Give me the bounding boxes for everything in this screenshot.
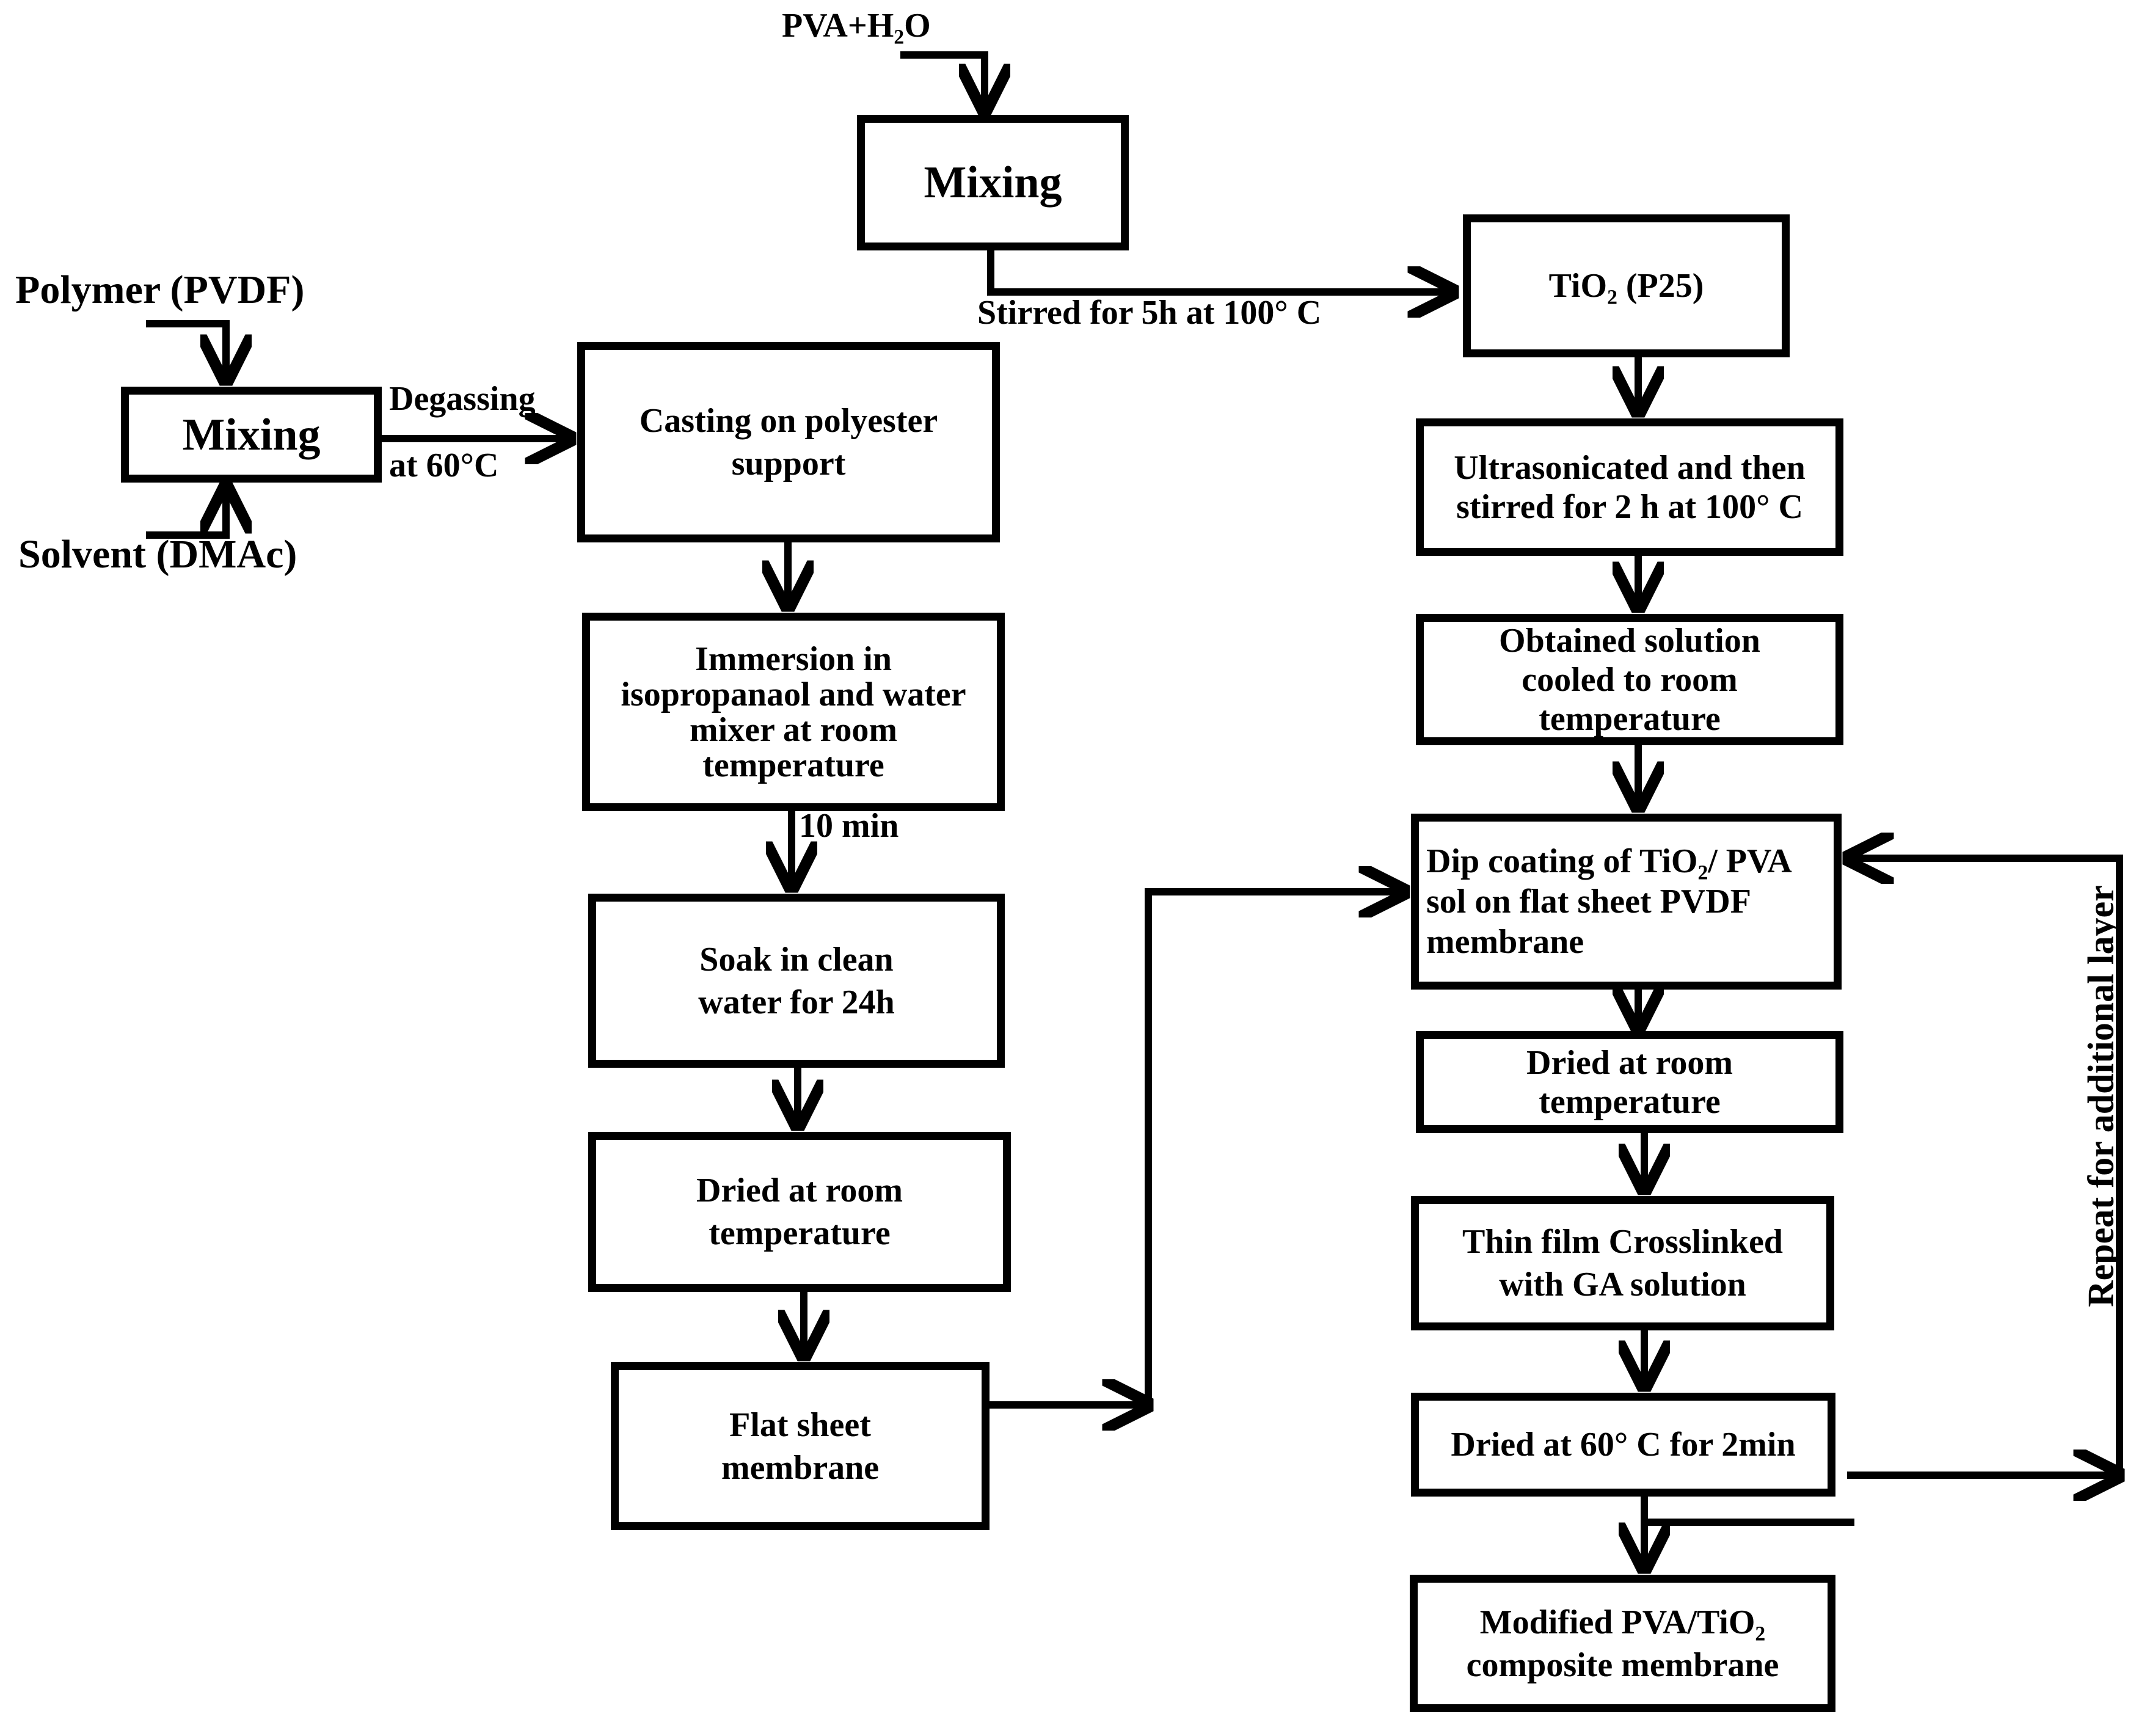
dip-coating-text: Dip coating of TiO₂/ PVA sol on flat she… <box>1426 842 1790 961</box>
ultrasonicated-box: Ultrasonicated and then stirred for 2 h … <box>1416 418 1843 556</box>
thin-film-text: Thin film Crosslinked with GA solution <box>1462 1223 1783 1304</box>
line-repeat-loop <box>1848 858 2123 1479</box>
mixing-box-left: Mixing <box>121 387 382 483</box>
modified-membrane-text: Modified PVA/TiO₂ composite membrane <box>1466 1603 1779 1684</box>
mixing-box-top: Mixing <box>857 115 1129 250</box>
line-flatsheet-to-dipcoating <box>1145 892 1405 1409</box>
polymer-label: Polymer (PVDF) <box>15 268 305 312</box>
soak-box: Soak in clean water for 24h <box>588 894 1005 1068</box>
casting-box: Casting on polyester support <box>577 342 1000 542</box>
tio2-text: TiO₂ (P25) <box>1548 267 1704 305</box>
dried-60-box: Dried at 60° C for 2min <box>1411 1393 1835 1497</box>
pva-water-label: PVA+H₂O <box>782 7 931 45</box>
mixing-top-text: Mixing <box>924 158 1062 208</box>
temperature-60-label: at 60°C <box>389 447 499 484</box>
arrow-mixing-to-tio2 <box>987 247 1454 292</box>
modified-membrane-box: Modified PVA/TiO₂ composite membrane <box>1410 1575 1835 1712</box>
mixing-left-text: Mixing <box>182 409 321 460</box>
flat-sheet-text: Flat sheet membrane <box>721 1406 880 1487</box>
dried-room-temp-right-box: Dried at room temperature <box>1416 1031 1843 1133</box>
dried-room-temp-left-box: Dried at room temperature <box>588 1132 1011 1292</box>
thin-film-box: Thin film Crosslinked with GA solution <box>1411 1196 1834 1330</box>
dried-room-temp-left-text: Dried at room temperature <box>696 1172 903 1252</box>
arrow-solvent-to-mixing <box>146 487 226 539</box>
arrow-polymer-to-mixing <box>146 320 226 381</box>
stirred-label: Stirred for 5h at 100° C <box>977 294 1322 332</box>
dried-room-temp-right-text: Dried at room temperature <box>1526 1043 1733 1121</box>
ultrasonicated-text: Ultrasonicated and then stirred for 2 h … <box>1454 448 1806 526</box>
obtained-solution-text: Obtained solution cooled to room tempera… <box>1499 621 1760 738</box>
dip-coating-box: Dip coating of TiO₂/ PVA sol on flat she… <box>1411 814 1842 990</box>
dried-60-text: Dried at 60° C for 2min <box>1451 1426 1796 1464</box>
ten-min-label: 10 min <box>799 807 899 845</box>
soak-text: Soak in clean water for 24h <box>698 940 895 1021</box>
immersion-text: Immersion in isopropanaol and water mixe… <box>621 640 966 784</box>
arrow-pva-to-mixing <box>900 51 985 110</box>
solvent-label: Solvent (DMAc) <box>18 532 297 577</box>
obtained-solution-box: Obtained solution cooled to room tempera… <box>1416 614 1843 745</box>
degassing-label: Degassing <box>389 380 536 418</box>
casting-text: Casting on polyester support <box>639 402 938 483</box>
flat-sheet-box: Flat sheet membrane <box>611 1362 990 1530</box>
repeat-label: Repeat for additional layer <box>2080 885 2121 1307</box>
tio2-box: TiO₂ (P25) <box>1463 214 1790 357</box>
immersion-box: Immersion in isopropanaol and water mixe… <box>582 613 1005 811</box>
